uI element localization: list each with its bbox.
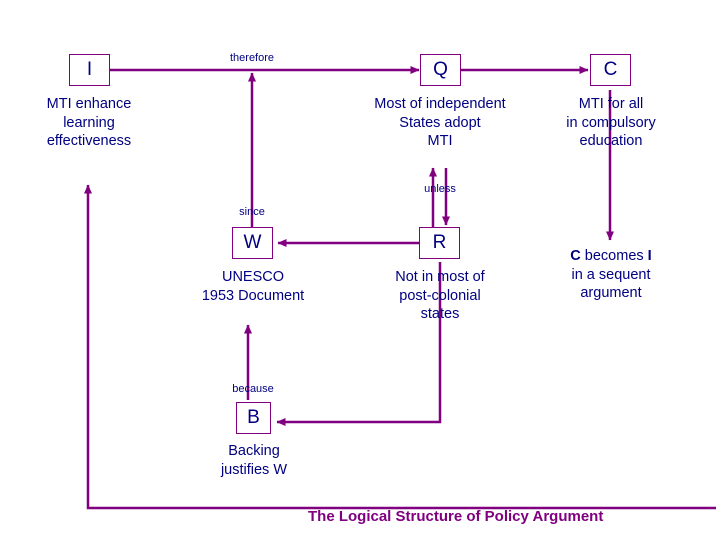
- annotation-line1: C becomes I: [525, 247, 697, 266]
- node-label-i: MTI enhance learning effectiveness: [8, 95, 170, 151]
- node-letter-w: W: [243, 232, 262, 253]
- diagram-caption: The Logical Structure of Policy Argument: [308, 508, 604, 525]
- node-label-w-line1: UNESCO: [221, 269, 285, 285]
- node-label-r-line1: Not in most of: [395, 269, 485, 285]
- node-label-q: Most of independent States adopt MTI: [350, 95, 530, 151]
- node-label-q-line3: MTI: [427, 133, 453, 150]
- node-letter-r: R: [432, 232, 447, 253]
- edge-label-because: because: [232, 383, 274, 395]
- node-label-b-line2: justifies W: [170, 461, 338, 480]
- node-label-c-line1: MTI for all: [578, 96, 644, 112]
- node-label-r-line3: states: [420, 306, 460, 323]
- node-label-w: UNESCO 1953 Document: [165, 268, 341, 305]
- annotation-becomes: becomes: [580, 248, 648, 264]
- node-label-i-line2: learning: [63, 114, 115, 131]
- edge-label-therefore: therefore: [229, 52, 275, 64]
- node-label-c: MTI for all in compulsory education: [525, 95, 697, 151]
- node-letter-b: B: [247, 407, 260, 428]
- edge-label-since: since: [239, 206, 265, 218]
- node-label-w-line2: 1953 Document: [201, 287, 305, 304]
- edge-label-unless: unless: [424, 183, 456, 195]
- annotation-c-becomes-i: C becomes I in a sequent argument: [525, 247, 697, 303]
- node-label-b: Backing justifies W: [170, 442, 338, 479]
- node-letter-i: I: [86, 59, 93, 80]
- annotation-line3: argument: [580, 285, 642, 302]
- annotation-c: C: [570, 248, 581, 264]
- node-label-i-line3: effectiveness: [46, 133, 132, 150]
- node-label-q-line2: States adopt: [399, 114, 481, 131]
- node-letter-q: Q: [433, 59, 448, 80]
- node-label-c-line3: education: [579, 133, 643, 150]
- node-letter-c: C: [603, 59, 618, 80]
- annotation-line2: in a sequent: [571, 266, 651, 283]
- annotation-i: I: [647, 248, 652, 264]
- node-label-r-line2: post-colonial: [399, 287, 481, 304]
- node-label-b-line2-text: justifies W: [220, 461, 288, 478]
- node-box-b[interactable]: B: [236, 402, 271, 434]
- node-box-i[interactable]: I: [69, 54, 110, 86]
- node-box-r[interactable]: R: [419, 227, 460, 259]
- node-box-c[interactable]: C: [590, 54, 631, 86]
- node-label-q-line1: Most of independent: [374, 96, 506, 112]
- node-box-q[interactable]: Q: [420, 54, 461, 86]
- node-label-i-line1: MTI enhance: [46, 96, 132, 112]
- node-box-w[interactable]: W: [232, 227, 273, 259]
- node-label-c-line2: in compulsory: [566, 114, 656, 131]
- node-label-b-line1: Backing: [228, 443, 280, 459]
- node-label-r: Not in most of post-colonial states: [355, 268, 525, 324]
